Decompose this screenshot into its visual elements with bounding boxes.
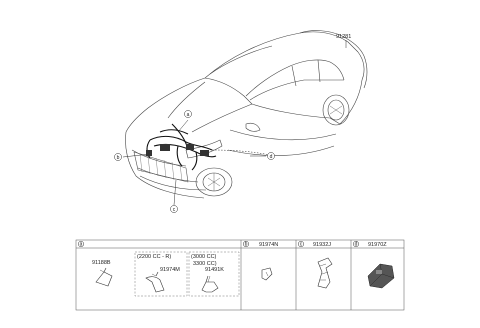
callout-d: d: [267, 152, 275, 160]
part-91188B-icon: [95, 267, 113, 287]
callout-a: a: [184, 110, 192, 118]
part-91974N-icon: [261, 267, 273, 281]
svg-text:c: c: [300, 242, 303, 248]
section-b-header: b: [242, 240, 250, 248]
engine-wiring-harness: [146, 123, 217, 171]
variant-3300cc: 3300 CC): [193, 261, 217, 267]
part-91974N: 91974N: [259, 242, 278, 248]
part-91974M-icon: [145, 271, 165, 293]
part-91491K: 91491K: [205, 267, 224, 273]
svg-text:d: d: [355, 242, 358, 248]
section-a-subgroups: [134, 251, 240, 297]
variant-2200cc: (2200 CC - R): [137, 254, 171, 260]
car-illustration: [125, 30, 368, 199]
part-91974M: 91974M: [160, 267, 180, 273]
svg-text:a: a: [80, 242, 83, 248]
callout-b: b: [114, 153, 122, 161]
callout-c: c: [170, 205, 178, 213]
svg-text:b: b: [117, 155, 120, 161]
part-91188B: 91188B: [92, 260, 111, 266]
part-91932J-icon: [317, 257, 333, 289]
part-91970Z: 91970Z: [368, 242, 387, 248]
callout-lines: [122, 40, 347, 206]
section-d-header: d: [352, 240, 360, 248]
svg-text:a: a: [187, 112, 190, 118]
parts-table: [75, 239, 405, 311]
part-number-91281: 91281: [336, 34, 351, 40]
part-91491K-icon: [201, 275, 219, 293]
variant-3000cc: (3000 CC): [191, 254, 217, 260]
svg-text:b: b: [245, 242, 248, 248]
part-91932J: 91932J: [313, 242, 331, 248]
svg-text:d: d: [270, 154, 273, 160]
part-91970Z-icon: [367, 263, 395, 289]
svg-text:c: c: [173, 207, 176, 213]
section-a-header: a: [77, 240, 85, 248]
section-c-header: c: [297, 240, 305, 248]
